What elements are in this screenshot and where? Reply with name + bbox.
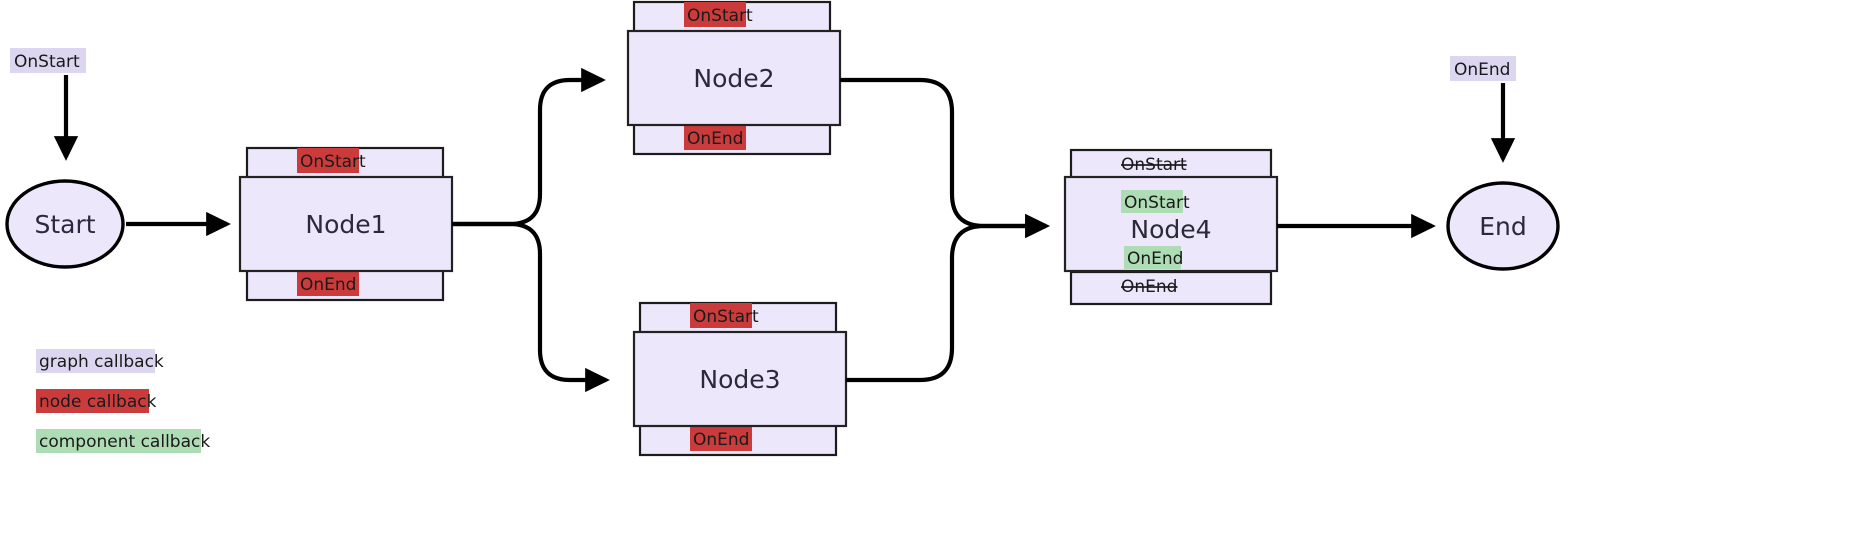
node4-inner-onend-highlight (1124, 246, 1181, 269)
node2-box[interactable] (626, 29, 842, 127)
end-node[interactable] (1446, 181, 1560, 271)
node4-inner-onstart-label: OnStart (1124, 193, 1190, 213)
node1-top-band-highlight (297, 148, 359, 173)
node4-label: Node4 (1130, 215, 1211, 244)
start-group: OnStart Start (5, 48, 231, 269)
node4-bottom-band-label: OnEnd (1121, 277, 1177, 297)
node4-inner-onend-label: OnEnd (1127, 249, 1183, 269)
node4-group[interactable]: OnStart OnEnd OnStart Node4 OnEnd (1063, 148, 1279, 306)
start-callback-highlight (10, 48, 86, 73)
end-callback-label: OnEnd (1454, 60, 1510, 80)
node4-inner-onstart-highlight (1121, 190, 1183, 213)
node2-label: Node2 (693, 64, 774, 93)
edge-node3-to-node4 (846, 213, 1050, 383)
merge-edges (840, 77, 1050, 383)
node2-top-band-label: OnStart (687, 6, 753, 26)
node3-label: Node3 (699, 365, 780, 394)
node2-bottom-band-label: OnEnd (687, 129, 743, 149)
start-node-label: Start (34, 210, 95, 239)
node1-box[interactable] (238, 175, 454, 273)
end-node-label: End (1479, 212, 1527, 241)
legend-swatch-graph-callback (36, 349, 155, 373)
node4-top-band-label: OnStart (1121, 155, 1187, 175)
node3-group[interactable]: OnStart OnEnd Node3 (632, 301, 848, 457)
legend-label-node-callback: node callback (39, 392, 157, 412)
start-callback-label: OnStart (14, 52, 80, 72)
edge-node1-to-node3 (452, 221, 610, 393)
node1-bottom-band-highlight (297, 271, 359, 296)
node1-bottom-band-label: OnEnd (300, 275, 356, 295)
node2-bottom-band-highlight (684, 125, 746, 150)
node1-label: Node1 (305, 210, 386, 239)
node3-top-band-highlight (690, 303, 752, 328)
node3-bottom-band-highlight (690, 426, 752, 451)
node4-bottom-band (1069, 270, 1273, 306)
edge-node2-to-node4 (840, 77, 1050, 239)
split-edges (452, 67, 610, 393)
legend-swatch-component-callback (36, 429, 201, 453)
legend: graph callback node callback component c… (36, 349, 210, 453)
end-callback-highlight (1450, 56, 1516, 81)
node1-group[interactable]: OnStart OnEnd Node1 (238, 146, 454, 302)
node2-top-band-highlight (684, 2, 746, 27)
legend-label-graph-callback: graph callback (39, 352, 164, 372)
start-node[interactable] (5, 179, 125, 269)
edge-node1-to-node2 (452, 67, 606, 227)
node3-top-band-label: OnStart (693, 307, 759, 327)
node3-bottom-band-label: OnEnd (693, 430, 749, 450)
end-group: OnEnd End (1277, 56, 1560, 271)
node1-top-band-label: OnStart (300, 152, 366, 172)
node2-group[interactable]: OnStart OnEnd Node2 (626, 0, 842, 156)
legend-swatch-node-callback (36, 389, 149, 413)
legend-label-component-callback: component callback (39, 432, 210, 452)
